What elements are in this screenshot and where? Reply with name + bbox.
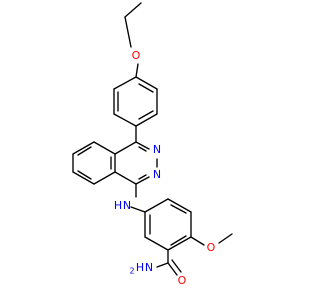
carbonyl-to-o-double [171, 259, 182, 273]
carbonyl-oxygen-label: O [178, 274, 187, 287]
phthalazine-nitrogen-upper-label: N [153, 143, 161, 156]
benzo-bond-1 [93, 141, 116, 155]
benzo-bond-4 [72, 171, 95, 185]
amide-hydrogen-label: H [136, 261, 144, 274]
aryl-bond-2 [167, 198, 192, 213]
phenyl-bond-4 [113, 113, 137, 127]
methoxy-oxygen-label: O [207, 241, 216, 254]
phthalazine-nitrogen-lower-label: N [153, 168, 161, 181]
carbonyl-to-o [167, 262, 178, 276]
aryl-double-1 [170, 204, 187, 214]
ether-oxygen-label: O [132, 49, 141, 62]
amide-hydrogen-subscript: 2 [129, 267, 134, 276]
phthalazine-c1-n [135, 141, 150, 150]
nh-to-aryl [130, 206, 146, 213]
phenyl-bond-6 [113, 76, 137, 90]
phthalazine-n-c4 [135, 176, 150, 185]
ethyl-bond-1 [124, 2, 142, 18]
phenyl-bond-3 [135, 113, 158, 127]
benzo-double-1 [77, 146, 92, 156]
benzo-bond-2 [72, 141, 95, 155]
phthalazine-c1-ring [114, 141, 137, 155]
aryl-bond-5 [144, 236, 169, 251]
phenyl-double-1 [138, 83, 154, 93]
methoxy-to-methyl [218, 233, 233, 244]
benzo-double-2 [77, 170, 92, 180]
phthalazine-c4-n-double [138, 174, 147, 180]
ether-bond [135, 63, 139, 78]
aryl-to-methoxy-o [190, 236, 205, 246]
phthalazine-c1-n-double [138, 146, 147, 152]
amine-nitrogen-label: N [123, 199, 131, 212]
aryl-bond-1 [144, 198, 169, 213]
phenyl-double-2 [138, 110, 154, 120]
phenyl-bond-1 [135, 76, 158, 90]
aryl-bond-4 [167, 236, 192, 251]
aryl-double-2 [170, 235, 187, 246]
molecule-structure: O N N N H O O N H 2 [72, 2, 233, 287]
benzo-bond-5 [93, 171, 116, 185]
ethyl-bond-2 [124, 16, 132, 48]
amide-nitrogen-label: N [145, 261, 153, 274]
amine-hydrogen-label: H [114, 199, 122, 212]
carbonyl-to-n [156, 262, 169, 268]
phthalazine-c4-ring [114, 171, 137, 185]
molecule-diagram: O N N N H O O N H 2 [72, 2, 233, 287]
